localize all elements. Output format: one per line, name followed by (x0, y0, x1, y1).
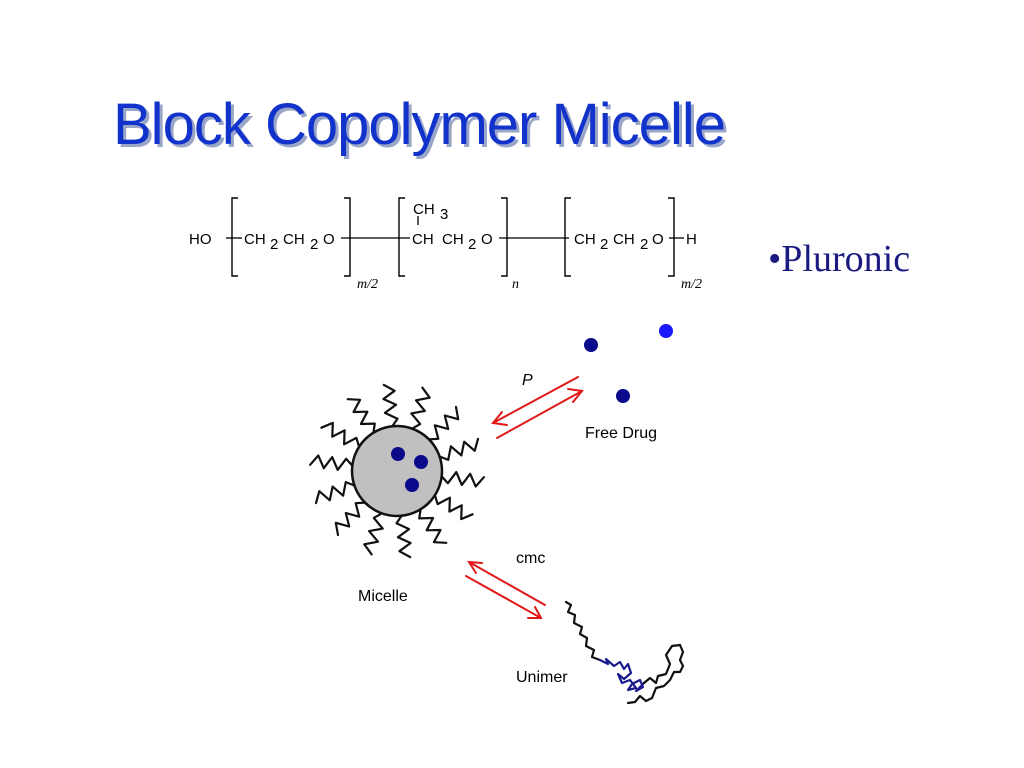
arrow-head (467, 560, 483, 574)
hydrophilic-block (626, 643, 685, 705)
formula-token: 3 (440, 206, 448, 223)
encapsulated-drug (414, 455, 428, 469)
free-drug-dot (616, 389, 630, 403)
arrow-shaft (468, 561, 546, 606)
hydrophilic-block (564, 600, 602, 662)
unimer-chain (564, 600, 685, 705)
formula-token: O (652, 231, 664, 248)
block-subscript: m/2 (681, 277, 702, 292)
micelle-tail (334, 501, 366, 537)
free-drug-dot (584, 338, 598, 352)
slide-title: Block Copolymer Micelle (113, 92, 726, 157)
formula-token: CH (413, 201, 435, 218)
micelle-tail (309, 454, 354, 471)
micelle-tail (395, 514, 412, 559)
bracket-right (344, 197, 351, 277)
arrow-shaft (496, 390, 583, 439)
micelle-tail (314, 481, 356, 505)
micelle-tail (428, 405, 460, 441)
micelle-tail (346, 398, 376, 434)
arrow-head (527, 606, 543, 619)
micelle-tail (438, 437, 480, 461)
bracket-left (564, 197, 571, 277)
micelle-tail (320, 421, 361, 448)
cmc-label: cmc (516, 550, 545, 567)
formula-brackets (231, 197, 675, 277)
bracket-right (501, 197, 508, 277)
bracket-right (668, 197, 675, 277)
micelle-core (350, 424, 444, 518)
micelle-label: Micelle (358, 588, 408, 605)
free-drug-dot (659, 324, 673, 338)
formula-token: O (481, 231, 493, 248)
formula-token: 2 (270, 236, 278, 253)
micelle-tail (410, 386, 431, 430)
formula-token: 2 (310, 236, 318, 253)
formula-token: 2 (600, 236, 608, 253)
hydrophobic-block (598, 657, 646, 693)
pluronic-formula: HO CH 2 CH 2 O CH 3 CH CH 2 O CH 2 CH 2 … (189, 197, 702, 292)
bracket-left (231, 197, 238, 277)
arrow-shaft (492, 376, 579, 424)
formula-token: O (323, 231, 335, 248)
formula-token: CH (244, 231, 266, 248)
micelle-tail (440, 471, 485, 488)
drug-release-equilibrium (491, 376, 584, 439)
free-drug-label: Free Drug (585, 425, 657, 442)
free-drug-group (584, 324, 673, 403)
micelle-tails (309, 383, 485, 559)
encapsulated-drug (405, 478, 419, 492)
formula-token: 2 (640, 236, 648, 253)
formula-token: CH (442, 231, 464, 248)
encapsulated-drug (391, 447, 405, 461)
partition-label: P (522, 372, 533, 389)
block-subscript: m/2 (357, 277, 378, 292)
micelle (309, 383, 485, 559)
micelle-tail (433, 494, 474, 521)
formula-token: CH (412, 231, 434, 248)
bullet-pluronic: •Pluronic (768, 238, 911, 280)
micelle-tail (363, 512, 384, 556)
unimer-label: Unimer (516, 669, 568, 686)
formula-token: 2 (468, 236, 476, 253)
formula-token: H (686, 231, 697, 248)
block-subscript: n (512, 277, 519, 292)
micelle-tail (382, 383, 399, 428)
formula-token: CH (613, 231, 635, 248)
micelle-tail (418, 508, 448, 544)
formula-token: HO (189, 231, 212, 248)
bracket-left (398, 197, 405, 277)
arrow-head (567, 388, 584, 403)
cmc-equilibrium (465, 560, 546, 619)
formula-token: CH (574, 231, 596, 248)
arrow-shaft (465, 575, 542, 619)
formula-token: CH (283, 231, 305, 248)
arrow-head (491, 411, 508, 426)
